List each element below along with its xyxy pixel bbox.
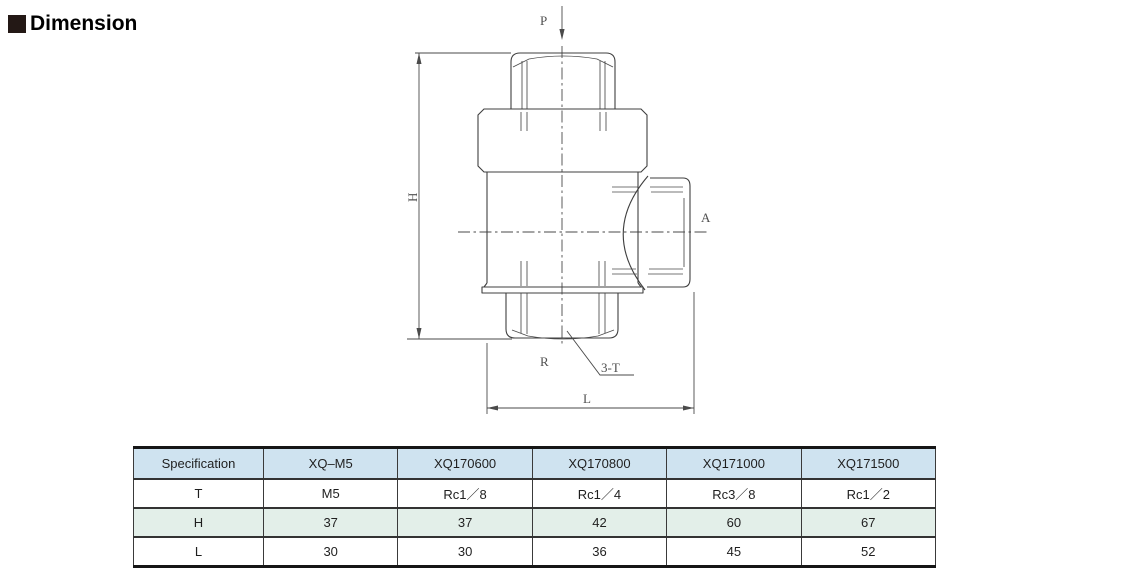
bottom-hex-nut bbox=[505, 293, 619, 340]
side-port bbox=[612, 175, 691, 291]
spec-header-xq170800: XQ170800 bbox=[531, 446, 668, 480]
cell: M5 bbox=[262, 478, 399, 509]
cell: 30 bbox=[397, 536, 533, 568]
cell: 45 bbox=[666, 536, 802, 568]
dimension-l: L bbox=[486, 292, 695, 414]
cell: 67 bbox=[800, 507, 937, 538]
cell: Rc3／8 bbox=[666, 478, 802, 509]
row-label: H bbox=[133, 507, 264, 538]
dimension-h: H bbox=[405, 52, 512, 340]
row-label: T bbox=[133, 478, 264, 509]
port-p-label: P bbox=[540, 13, 547, 28]
cell: 36 bbox=[531, 536, 668, 568]
section-title: Dimension bbox=[30, 12, 138, 35]
spec-table: Specification XQ–M5 XQ170600 XQ170800 XQ… bbox=[133, 446, 937, 568]
valve-body bbox=[481, 172, 644, 294]
spec-header-xq-m5: XQ–M5 bbox=[262, 446, 399, 480]
cell: Rc1／4 bbox=[531, 478, 668, 509]
spec-header-xq171500: XQ171500 bbox=[800, 446, 937, 480]
top-hex-nut bbox=[510, 52, 616, 109]
spec-header-xq171000: XQ171000 bbox=[666, 446, 802, 480]
p-flow-arrow-icon bbox=[559, 29, 565, 40]
upper-collar bbox=[477, 108, 648, 173]
spec-row-l: L 30 30 36 45 52 bbox=[133, 536, 937, 568]
leader-3t: 3-T bbox=[566, 330, 634, 376]
cell: 42 bbox=[531, 507, 668, 538]
dimension-l-label: L bbox=[583, 391, 591, 406]
spec-table-header-row: Specification XQ–M5 XQ170600 XQ170800 XQ… bbox=[133, 446, 937, 480]
spec-row-h: H 37 37 42 60 67 bbox=[133, 507, 937, 538]
cell: 52 bbox=[800, 536, 937, 568]
spec-row-t: T M5 Rc1／8 Rc1／4 Rc3／8 Rc1／2 bbox=[133, 478, 937, 509]
thread-3t-label: 3-T bbox=[601, 360, 620, 375]
cell: 37 bbox=[262, 507, 399, 538]
spec-header-specification: Specification bbox=[133, 446, 264, 480]
valve-dimension-drawing: P A H bbox=[405, 6, 711, 414]
row-label: L bbox=[133, 536, 264, 568]
port-r-label: R bbox=[540, 354, 549, 369]
section-header: Dimension bbox=[8, 13, 137, 35]
cell: Rc1／8 bbox=[397, 478, 533, 509]
port-a-label: A bbox=[701, 210, 711, 225]
cell: 60 bbox=[666, 507, 802, 538]
section-bullet-icon bbox=[8, 15, 26, 33]
cell: 30 bbox=[262, 536, 399, 568]
cell: 37 bbox=[397, 507, 533, 538]
dimension-h-label: H bbox=[405, 193, 420, 202]
spec-header-xq170600: XQ170600 bbox=[397, 446, 533, 480]
cell: Rc1／2 bbox=[800, 478, 937, 509]
port-p-annotation: P bbox=[540, 6, 565, 40]
